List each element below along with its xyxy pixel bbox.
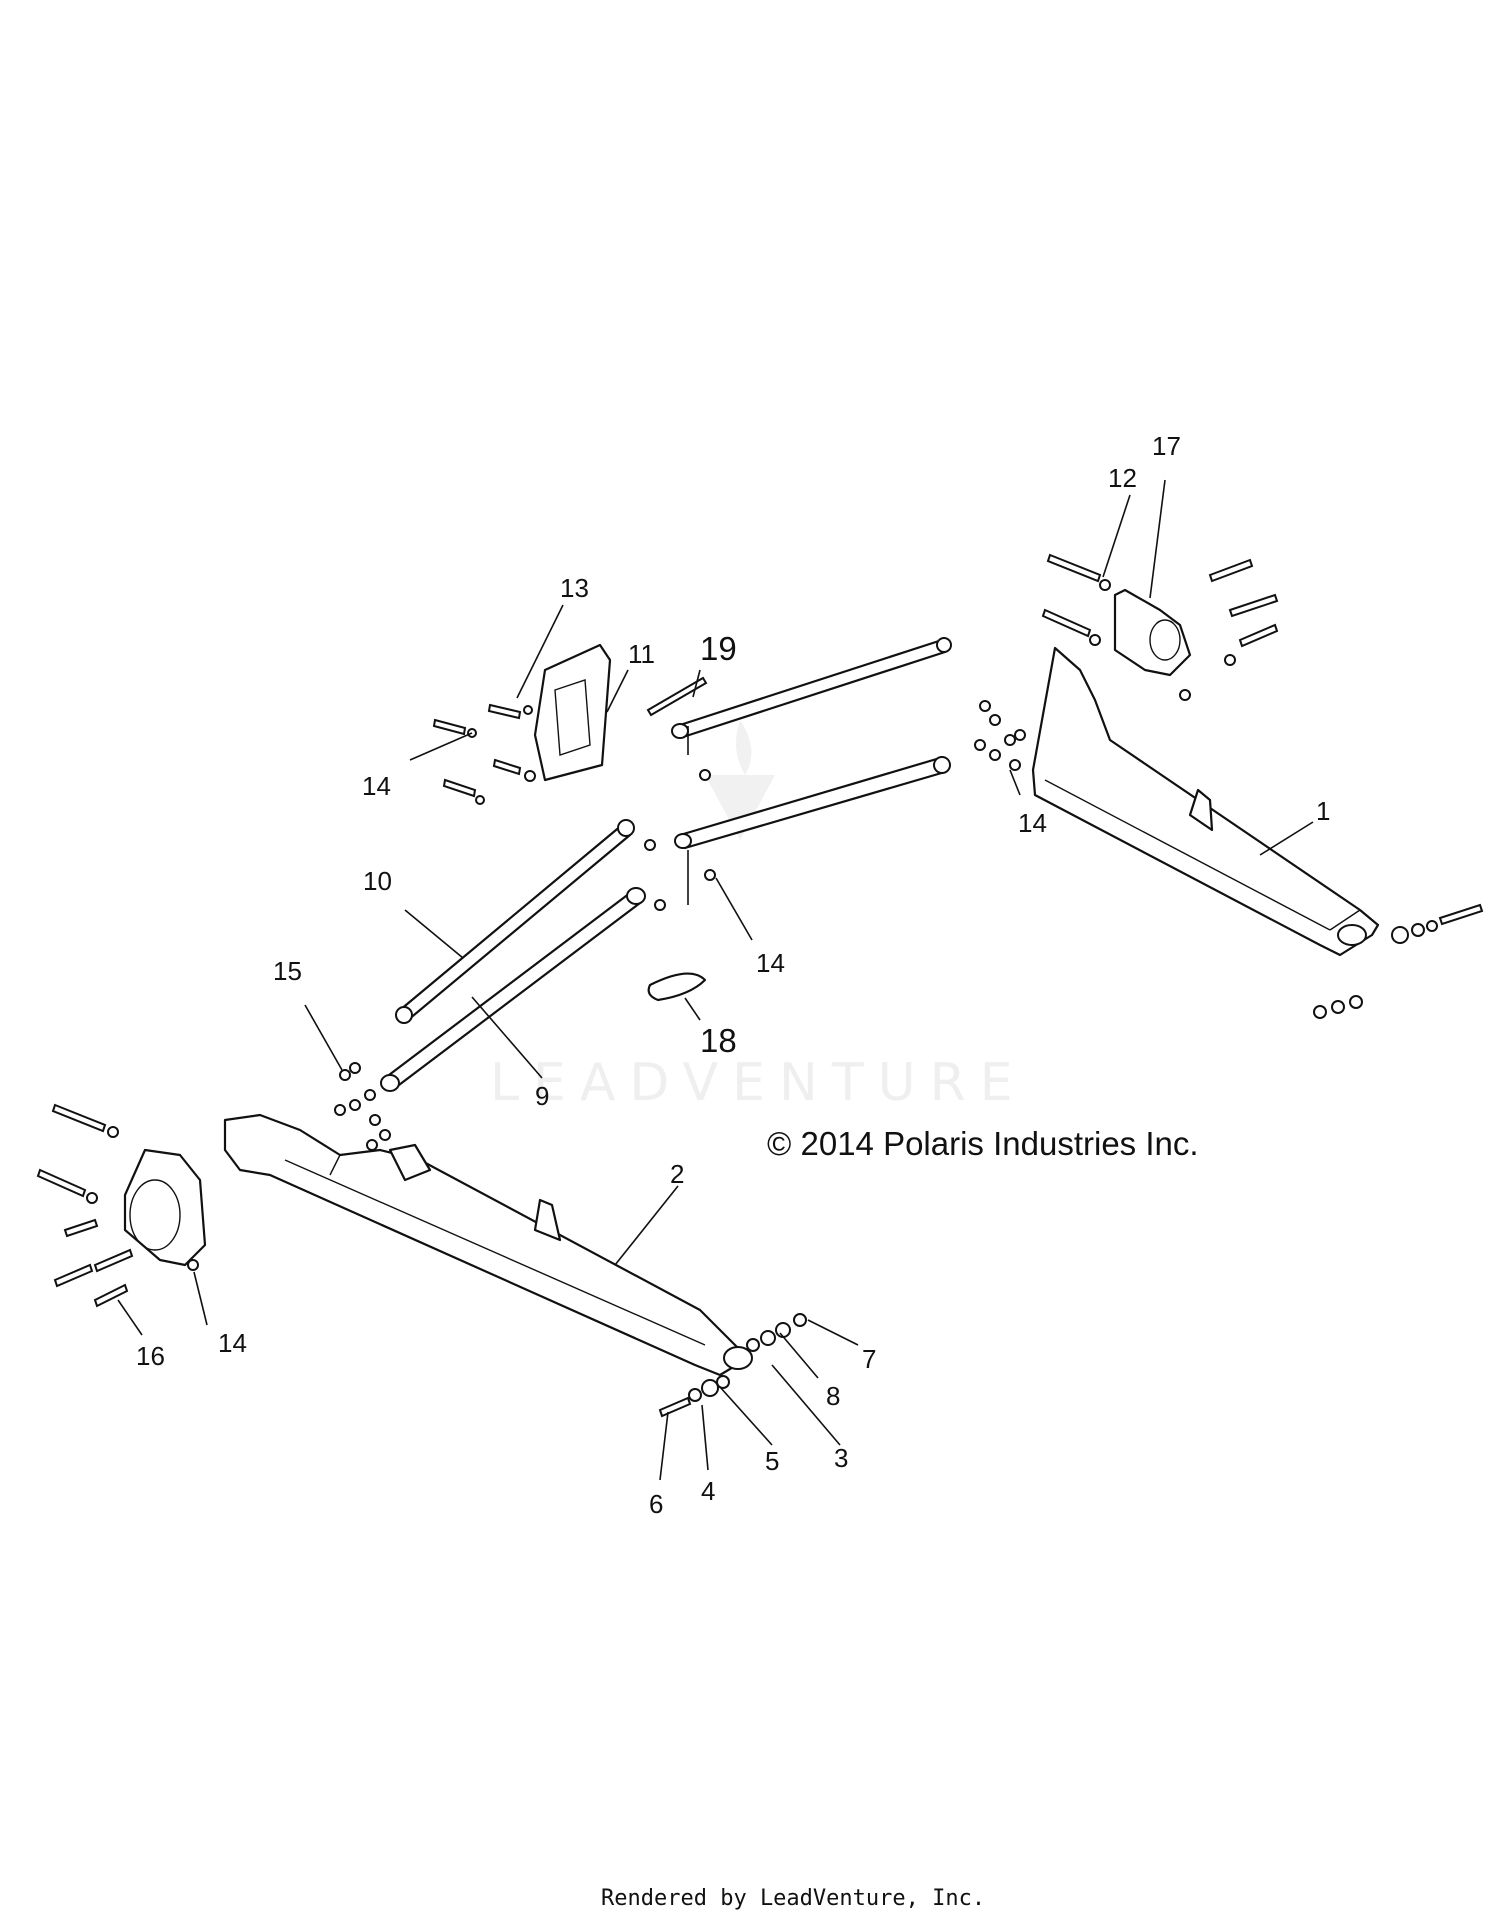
watermark-text: LEADVENTURE (490, 1053, 1027, 1113)
callout-6: 6 (649, 1489, 663, 1519)
trailing-arm-left[interactable] (223, 1113, 753, 1377)
leader-lines (117, 479, 1314, 1481)
callout-17: 17 (1152, 431, 1181, 461)
callout-15-lower: 15 (273, 956, 302, 986)
link-bracket-18[interactable] (647, 972, 707, 1002)
callout-4: 4 (701, 1476, 715, 1506)
callout-1: 1 (1316, 796, 1330, 826)
callout-18: 18 (700, 1022, 737, 1059)
callout-8: 8 (826, 1381, 840, 1411)
callout-13: 13 (560, 573, 589, 603)
trailing-arm-right[interactable] (1031, 646, 1380, 957)
hardware[interactable] (36, 553, 1484, 1418)
radius-rod-upper[interactable] (671, 637, 952, 739)
callout-labels: 1 2 3 4 5 6 7 8 9 10 11 12 13 14 14 14 1… (136, 431, 1330, 1519)
bearing-carrier-right[interactable] (1113, 588, 1192, 677)
callout-14-left: 14 (218, 1328, 247, 1358)
callout-14-right: 14 (1018, 808, 1047, 838)
callout-19: 19 (700, 630, 737, 667)
callout-3: 3 (834, 1443, 848, 1473)
callout-7: 7 (862, 1344, 876, 1374)
callout-14-mid: 14 (756, 948, 785, 978)
callout-10: 10 (363, 866, 392, 896)
bearing-carrier-left[interactable] (123, 1148, 207, 1267)
watermark-logo: LEADVENTURE (490, 720, 1027, 1113)
callout-12: 12 (1108, 463, 1137, 493)
callout-5: 5 (765, 1446, 779, 1476)
copyright-notice: © 2014 Polaris Industries Inc. (767, 1125, 1199, 1162)
callout-16: 16 (136, 1341, 165, 1371)
callout-15-upper: 14 (362, 771, 391, 801)
radius-rod-9[interactable] (380, 887, 646, 1092)
callout-2: 2 (670, 1159, 684, 1189)
callout-9: 9 (535, 1081, 549, 1111)
mounting-bracket[interactable] (533, 643, 612, 782)
radius-rod-lower[interactable] (674, 756, 951, 850)
footer-credit: Rendered by LeadVenture, Inc. (601, 1886, 985, 1911)
radius-rod-10[interactable] (395, 819, 635, 1024)
callout-11: 11 (628, 639, 655, 669)
bolt-19[interactable] (646, 676, 708, 717)
